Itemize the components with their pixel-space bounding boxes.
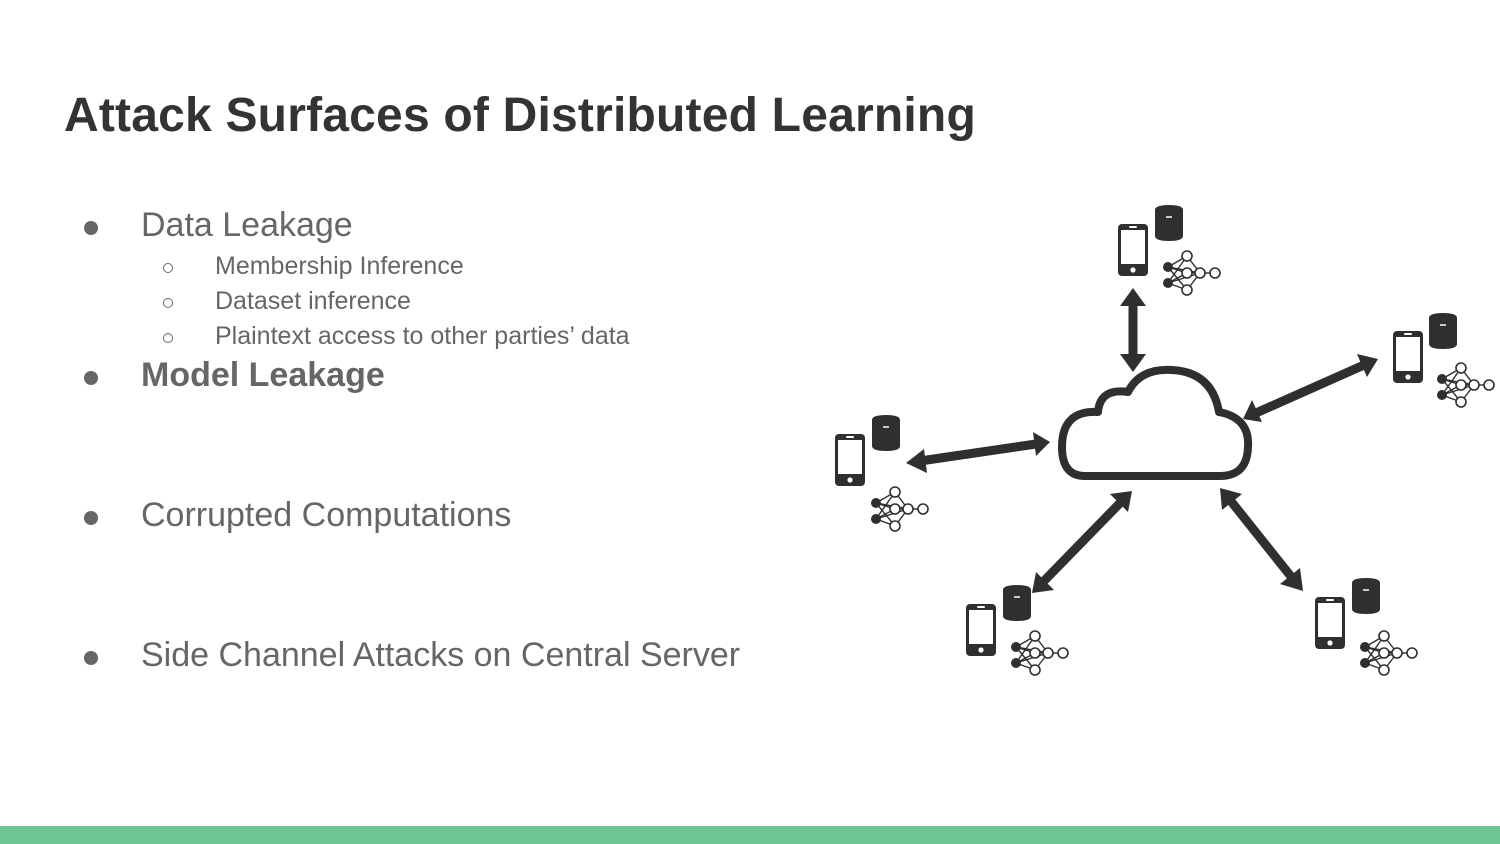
database-icon bbox=[1002, 584, 1032, 622]
neural-network-icon bbox=[870, 486, 929, 532]
footer-accent-bar bbox=[0, 826, 1500, 844]
database-icon bbox=[871, 414, 901, 452]
sub-bullet-text: Dataset inference bbox=[215, 287, 411, 315]
bullet-dot bbox=[84, 511, 98, 525]
double-arrow-icon bbox=[1120, 288, 1146, 372]
database-icon bbox=[1154, 204, 1184, 242]
database-icon bbox=[1351, 577, 1381, 615]
double-arrow-icon bbox=[906, 432, 1050, 473]
bullet-text: Corrupted Computations bbox=[141, 496, 512, 534]
client-node-bottom-right bbox=[1315, 577, 1418, 676]
sub-bullet-text: Plaintext access to other parties’ data bbox=[215, 322, 630, 350]
bullet-text: Model Leakage bbox=[141, 356, 385, 394]
neural-network-icon bbox=[1162, 250, 1221, 296]
neural-network-icon bbox=[1010, 630, 1069, 676]
sub-bullet-circle bbox=[163, 298, 173, 308]
smartphone-icon bbox=[1118, 224, 1148, 276]
double-arrow-icon bbox=[1032, 491, 1132, 593]
bullet-dot bbox=[84, 651, 98, 665]
smartphone-icon bbox=[1315, 597, 1345, 649]
bullet-dot bbox=[84, 371, 98, 385]
neural-network-icon bbox=[1359, 630, 1418, 676]
database-icon bbox=[1428, 312, 1458, 350]
cloud-icon bbox=[1058, 365, 1253, 480]
sub-bullet-circle bbox=[163, 263, 173, 273]
bullet-text: Side Channel Attacks on Central Server bbox=[141, 636, 741, 674]
client-node-top bbox=[1118, 204, 1221, 296]
neural-network-icon bbox=[1436, 362, 1495, 408]
smartphone-icon bbox=[966, 604, 996, 656]
bullet-text: Data Leakage bbox=[141, 206, 353, 244]
bullet-dot bbox=[84, 221, 98, 235]
smartphone-icon bbox=[835, 434, 865, 486]
slide-title: Attack Surfaces of Distributed Learning bbox=[64, 89, 976, 142]
sub-bullet-circle bbox=[163, 333, 173, 343]
smartphone-icon bbox=[1393, 331, 1423, 383]
double-arrow-icon bbox=[1220, 488, 1303, 591]
double-arrow-icon bbox=[1243, 354, 1378, 422]
client-node-left bbox=[835, 414, 929, 532]
client-node-right bbox=[1393, 312, 1495, 408]
sub-bullet-text: Membership Inference bbox=[215, 252, 464, 280]
client-node-bottom-left bbox=[966, 584, 1069, 676]
